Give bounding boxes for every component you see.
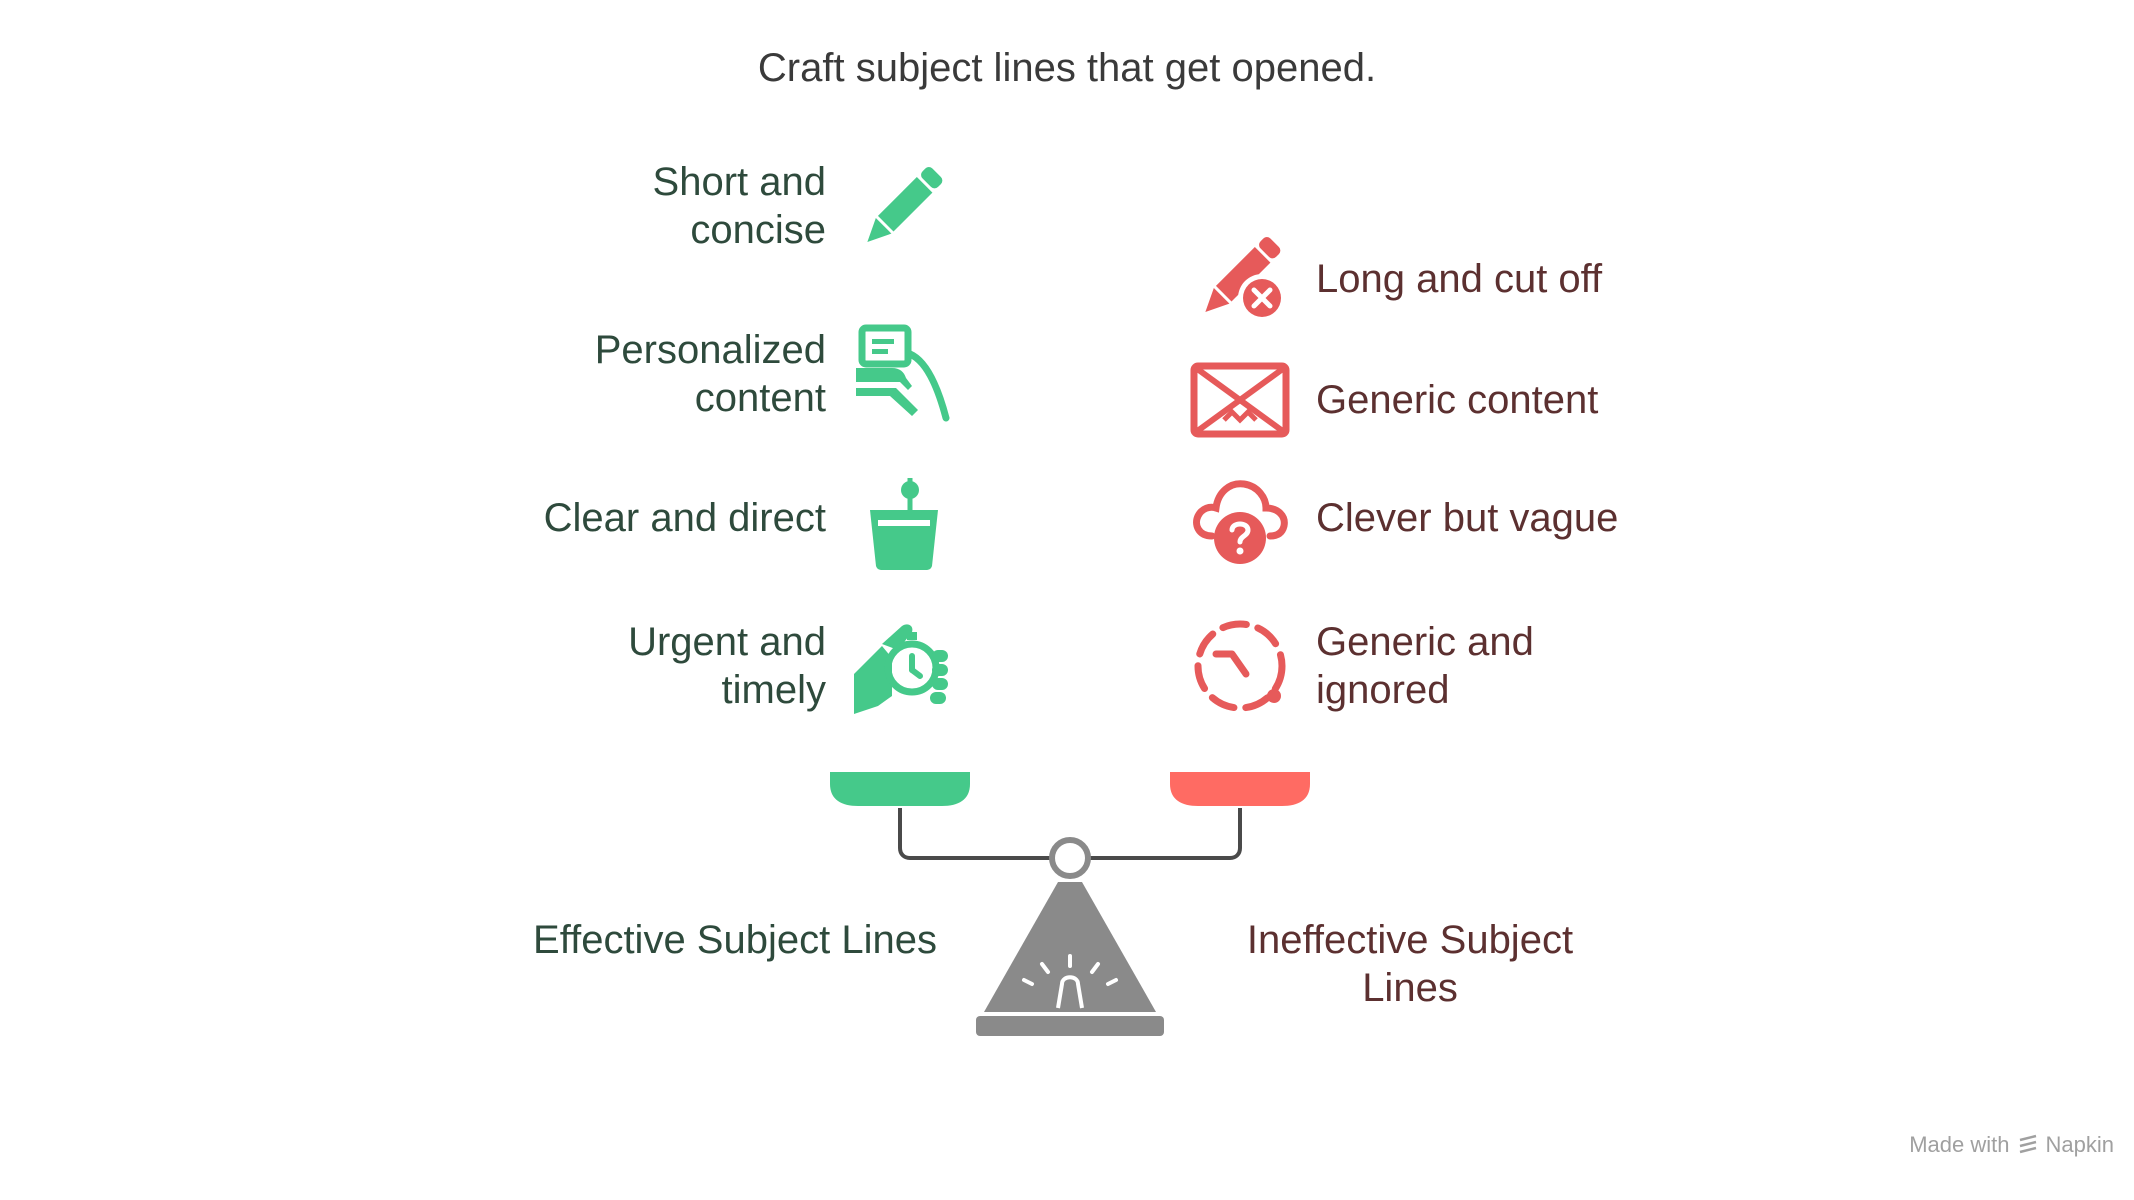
glass-drink-icon: [864, 472, 944, 572]
ineffective-item-label: Clever but vague: [1316, 496, 1619, 540]
cloud-question-icon: [1190, 474, 1290, 570]
ineffective-item-label: Long and cut off: [1316, 257, 1603, 301]
ineffective-heading: Ineffective Subject Lines: [1246, 918, 1574, 1010]
page-title: Craft subject lines that get opened.: [757, 46, 1377, 90]
effective-item-label: Urgent and timely: [628, 620, 826, 712]
napkin-logo-icon: [2018, 1134, 2038, 1156]
ineffective-pan: [1170, 772, 1310, 806]
effective-item-label: Personalized content: [594, 328, 826, 420]
effective-item-label: Short and concise: [652, 160, 826, 252]
stopwatch-hand-icon: [852, 616, 952, 716]
pencil-icon: [852, 156, 952, 256]
envelope-x-icon: [1190, 362, 1290, 438]
dashed-clock-icon: [1190, 616, 1290, 716]
pencil-x-icon: [1190, 226, 1290, 326]
made-with-napkin-footer[interactable]: Made with Napkin: [1909, 1132, 2114, 1158]
napkin-brand-text: Napkin: [2045, 1132, 2114, 1157]
ineffective-item-label: Generic and ignored: [1316, 620, 1534, 712]
hand-card-icon: [852, 324, 952, 424]
ineffective-item-label: Generic content: [1316, 378, 1599, 422]
effective-item-label: Clear and direct: [543, 496, 826, 540]
effective-heading: Effective Subject Lines: [533, 918, 937, 962]
effective-pan: [830, 772, 970, 806]
made-with-text: Made with: [1909, 1132, 2010, 1157]
balance-scale: [820, 770, 1320, 1040]
